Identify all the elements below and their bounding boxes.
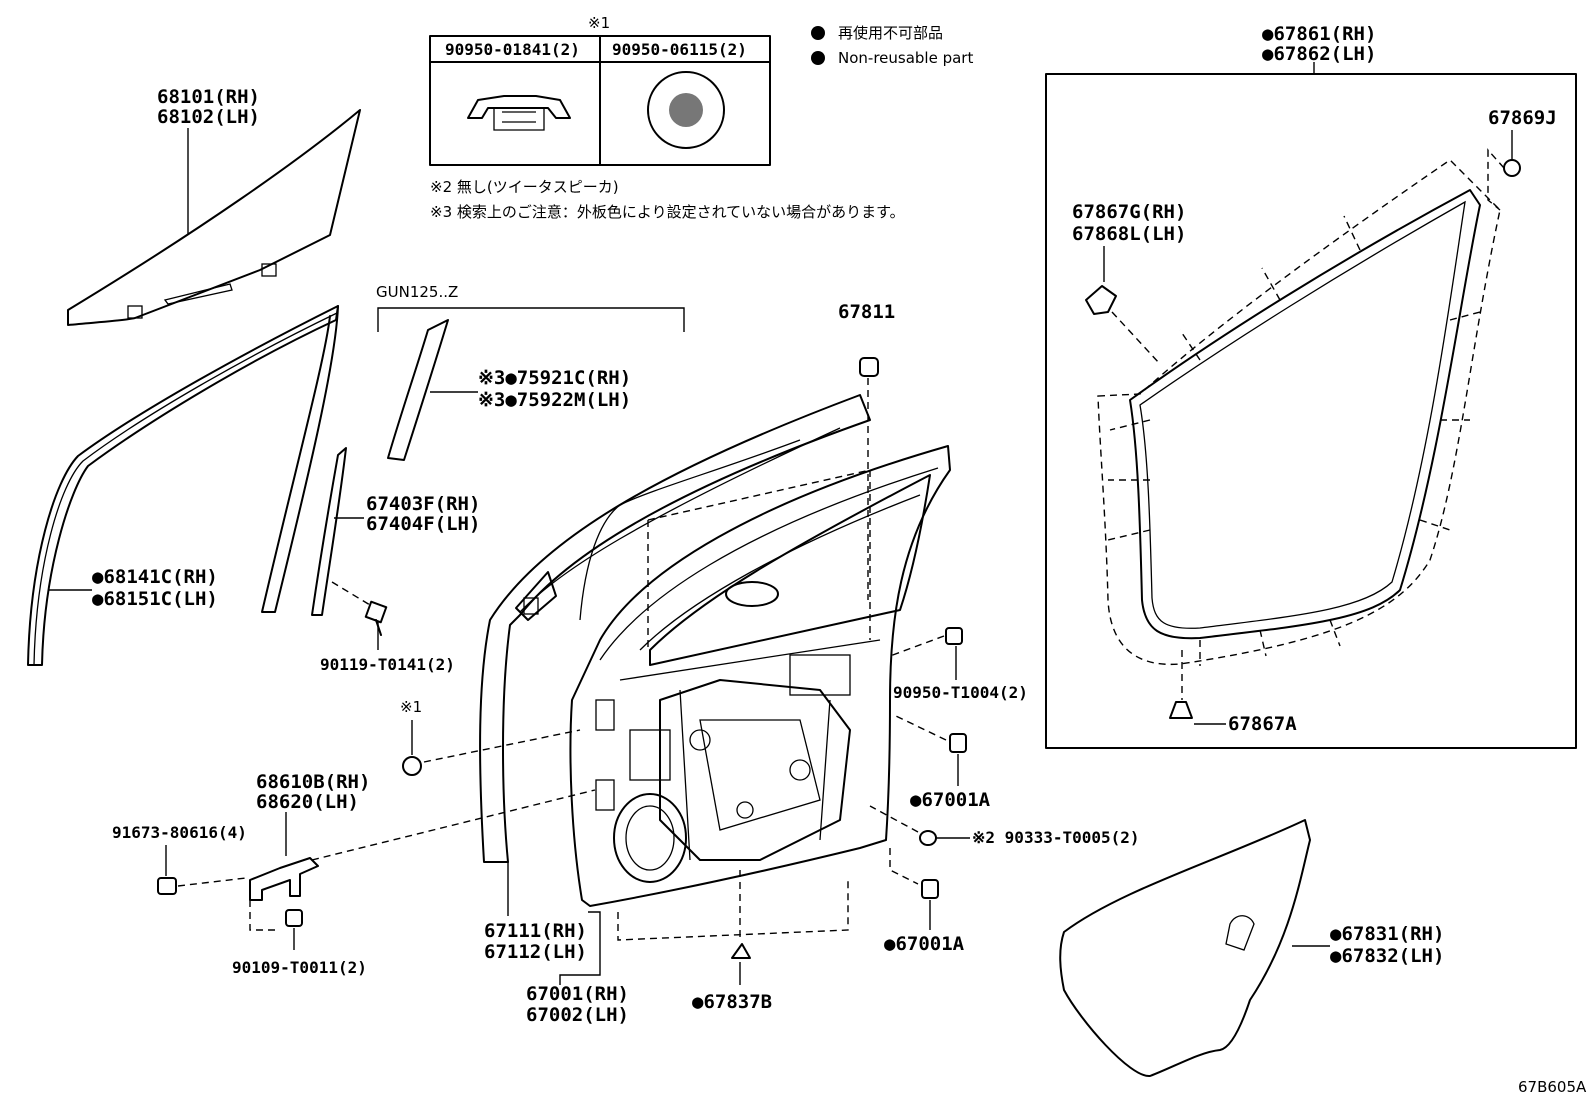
clip-67867a	[1169, 701, 1193, 719]
part-67862: ●67862(LH)	[1262, 43, 1376, 65]
part-90109: 90109-T0011(2)	[232, 958, 367, 977]
part-67404f: 67404F(LH)	[366, 513, 480, 535]
door-check	[249, 857, 319, 901]
legend-en: Non-reusable part	[838, 49, 973, 67]
mirror-mount	[725, 581, 779, 607]
part-90119: 90119-T0141(2)	[320, 655, 455, 674]
bolt-icon-lower	[921, 879, 939, 899]
part-67832: ●67832(LH)	[1330, 945, 1444, 967]
part-75922m: ※3●75922M(LH)	[478, 389, 631, 411]
part-68101: 68101(RH)	[157, 86, 260, 108]
note-3: ※3 検索上のご注意：外板色により設定されていない場合があります。	[430, 203, 905, 221]
part-67861: ●67861(RH)	[1262, 23, 1376, 45]
part-90950-t1004: 90950-T1004(2)	[893, 683, 1028, 702]
part-68151c: ●68151C(LH)	[92, 588, 218, 610]
part-67111: 67111(RH)	[484, 920, 587, 942]
part-67867g: 67867G(RH)	[1072, 201, 1186, 223]
part-67403f: 67403F(RH)	[366, 493, 480, 515]
part-67112: 67112(LH)	[484, 941, 587, 963]
note-2: ※2 無し(ツイータスピーカ)	[430, 178, 619, 196]
clip-icon	[467, 95, 571, 119]
window-regulator	[659, 679, 851, 861]
part-90333: ※2 90333-T0005(2)	[972, 828, 1140, 847]
part-75921c: ※3●75921C(RH)	[478, 367, 631, 389]
outer-door-panel	[479, 394, 871, 863]
legend-jp: 再使用不可部品	[838, 24, 943, 42]
part-67837b: ●67837B	[692, 991, 772, 1013]
frame-garnish	[387, 319, 449, 461]
grommet-icon	[945, 627, 963, 645]
legend-bullet-jp	[811, 26, 825, 40]
legend-bullet-en	[811, 51, 825, 65]
washer-icon	[919, 830, 937, 846]
bolt-icon-90109	[285, 909, 303, 927]
division-bar	[311, 447, 347, 616]
note1-mark: ※1	[588, 14, 610, 32]
service-hole-cover	[1059, 819, 1311, 1078]
mark-1: ※1	[400, 698, 422, 716]
part-67867a: 67867A	[1228, 713, 1297, 735]
door-weatherstrip	[1129, 189, 1481, 640]
part-67001a-lower: ●67001A	[884, 933, 965, 955]
plug-icon	[647, 71, 725, 149]
part-67868l: 67868L(LH)	[1072, 223, 1186, 245]
bolt-icon-91673	[157, 877, 177, 895]
note1-table	[429, 35, 771, 166]
part-91673: 91673-80616(4)	[112, 823, 247, 842]
weatherstrip-box	[1045, 73, 1577, 749]
screw-icon	[364, 600, 388, 636]
part-67001: 67001(RH)	[526, 983, 629, 1005]
figure-id: 67B605A	[1518, 1078, 1587, 1096]
variant-label: GUN125..Z	[376, 283, 458, 301]
note1-col1: 90950-01841(2)	[445, 40, 580, 59]
plug-on-door	[402, 756, 422, 776]
part-67831: ●67831(RH)	[1330, 923, 1444, 945]
clip-67837b	[731, 943, 751, 959]
bolt-icon-upper	[949, 733, 967, 753]
part-68610b: 68610B(RH)	[256, 771, 370, 793]
part-68620: 68620(LH)	[256, 791, 359, 813]
inner-door-panel	[569, 445, 951, 907]
clip-67869j	[1503, 159, 1521, 177]
clip-67867g	[1085, 285, 1117, 315]
part-68102: 68102(LH)	[157, 106, 260, 128]
part-67001a-upper: ●67001A	[910, 789, 991, 811]
part-68141c: ●68141C(RH)	[92, 566, 218, 588]
cushion-icon	[859, 357, 879, 377]
speaker-opening	[613, 793, 687, 883]
part-67869j: 67869J	[1488, 107, 1557, 129]
part-67002: 67002(LH)	[526, 1004, 629, 1026]
note1-col2: 90950-06115(2)	[612, 40, 747, 59]
door-glass	[67, 109, 361, 326]
part-67811: 67811	[838, 301, 895, 323]
